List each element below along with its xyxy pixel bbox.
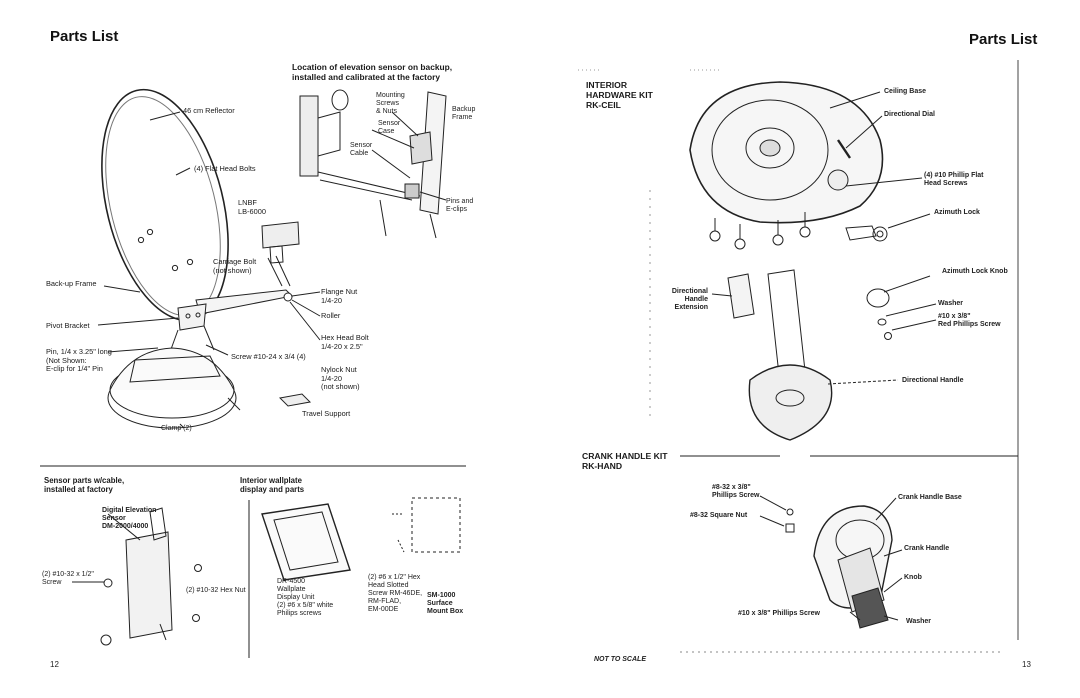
- not-to-scale-note: NOT TO SCALE: [594, 656, 646, 663]
- pins-eclips-label: Pins and E-clips: [446, 198, 474, 213]
- lnbf-label: LNBF LB-6000: [238, 198, 266, 216]
- sensor-closeup-illustration: [300, 90, 446, 238]
- hex-head-screw-label: (2) #6 x 1/2" Hex Head Slotted Screw RM-…: [368, 574, 423, 613]
- wallplate-heading: Interior wallplate display and parts: [240, 476, 305, 494]
- red-phillips-screw-label: #10 x 3/8" Red Phillips Screw: [938, 313, 1001, 328]
- directional-handle-label: Directional Handle: [902, 377, 964, 384]
- nylock-nut-label: Nylock Nut 1/4-20 (not shown): [321, 365, 360, 392]
- pin-label: Pin, 1/4 x 3.25" long (Not Shown: E-clip…: [46, 347, 112, 374]
- crank-washer-label: Washer: [906, 618, 932, 625]
- crank-handle-illustration: [760, 496, 902, 628]
- carriage-bolt-label: Carriage Bolt (not shown): [213, 257, 257, 275]
- crank-handle-label: Crank Handle: [904, 545, 950, 552]
- antenna-illustration: [80, 76, 320, 428]
- flat-head-bolts-label: (4) Flat Head Bolts: [194, 164, 256, 173]
- sensor-backup-frame-label: Backup Frame: [452, 106, 476, 121]
- right-page-title: Parts List: [969, 31, 1038, 48]
- knob-label: Knob: [904, 574, 922, 581]
- mounting-screws-label: Mounting Screws & Nuts: [376, 92, 405, 115]
- right-page-number: 13: [1022, 660, 1031, 669]
- clamp-label: Clamp (2): [161, 425, 192, 432]
- crank-kit-heading: CRANK HANDLE KIT RK-HAND: [582, 451, 668, 471]
- travel-support-label: Travel Support: [302, 409, 351, 418]
- hex-nut-label: (2) #10-32 Hex Nut: [186, 587, 246, 594]
- reflector-label: 46 cm Reflector: [183, 106, 235, 115]
- left-page-title: Parts List: [50, 28, 119, 45]
- roller-label: Roller: [321, 311, 341, 320]
- directional-dial-label: Directional Dial: [884, 111, 935, 118]
- azimuth-lock-knob-label: Azimuth Lock Knob: [942, 268, 1008, 275]
- elevation-sensor-caption: Location of elevation sensor on backup, …: [292, 62, 453, 82]
- screw-label: Screw #10-24 x 3/4 (4): [231, 352, 306, 361]
- washer-label: Washer: [938, 300, 964, 307]
- interior-kit-heading: INTERIOR HARDWARE KIT RK-CEIL: [586, 80, 653, 110]
- sensor-cable-label: Sensor Cable: [350, 142, 373, 157]
- wallplate-display-label: DR-4500 Wallplate Display Unit (2) #6 x …: [277, 578, 334, 617]
- flange-nut-label: Flange Nut 1/4-20: [321, 287, 358, 305]
- azimuth-lock-label: Azimuth Lock: [934, 209, 980, 216]
- surface-mount-box-label: SM-1000 Surface Mount Box: [427, 592, 464, 615]
- sensor-parts-illustration: [72, 508, 202, 645]
- sensor-case-label: Sensor Case: [378, 120, 401, 135]
- crank-handle-base-label: Crank Handle Base: [898, 494, 962, 501]
- left-page-number: 12: [50, 660, 59, 669]
- wallplate-illustration: [262, 498, 460, 580]
- crank-phillips-screw-10-label: #10 x 3/8" Phillips Screw: [738, 610, 820, 617]
- sensor-screw-label: (2) #10-32 x 1/2" Screw: [42, 571, 94, 586]
- crank-phillips-screw-label: #8-32 x 3/8" Phillips Screw: [712, 484, 760, 499]
- pivot-bracket-label: Pivot Bracket: [46, 321, 90, 330]
- sensor-parts-heading: Sensor parts w/cable, installed at facto…: [44, 476, 125, 494]
- directional-handle-illustration: [712, 270, 898, 440]
- ceiling-base-label: Ceiling Base: [884, 88, 927, 95]
- screws-illustration: [710, 212, 810, 249]
- square-nut-label: #8-32 Square Nut: [690, 512, 748, 519]
- backup-frame-label: Back-up Frame: [46, 279, 97, 288]
- hex-head-bolt-label: Hex Head Bolt 1/4-20 x 2.5": [321, 333, 369, 351]
- directional-handle-extension-label: Directional Handle Extension: [671, 288, 708, 311]
- ceiling-base-illustration: [690, 82, 922, 223]
- flat-head-screws-label: (4) #10 Phillip Flat Head Screws: [924, 172, 984, 187]
- digital-sensor-label: Digital Elevation Sensor DM-2000/4000: [102, 507, 157, 530]
- azimuth-lock-illustration: [846, 214, 936, 340]
